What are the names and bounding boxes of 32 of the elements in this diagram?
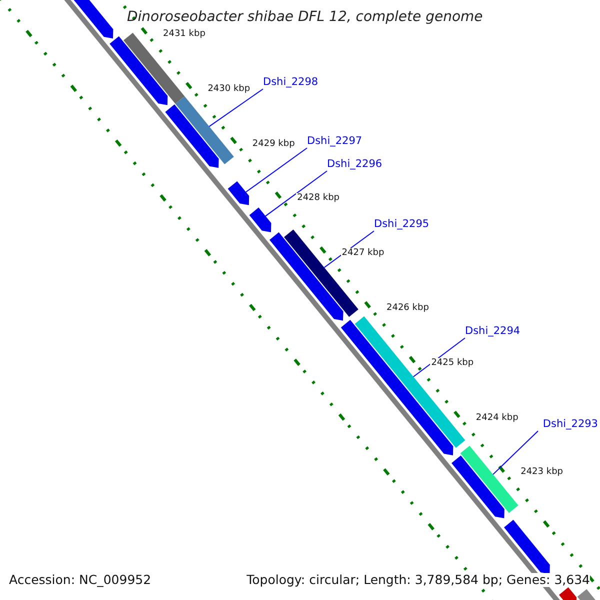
scale-tick-label: 2430 kbp (206, 84, 252, 94)
gene-bar (165, 104, 219, 168)
leader-line (412, 338, 466, 378)
gene-bar (340, 320, 454, 456)
scale-tick-label: 2423 kbp (520, 467, 564, 478)
gene-name-label: Dshi_2293 (542, 418, 598, 430)
gene-name-label: Dshi_2295 (374, 218, 430, 230)
scale-tick-label: 2427 kbp (340, 248, 386, 258)
scale-tick-label: 2431 kbp (162, 29, 206, 39)
gene-name-label: Dshi_2294 (465, 325, 520, 337)
scale-tick-label: 2425 kbp (430, 358, 475, 368)
scale-tick-label: 2429 kbp (251, 138, 296, 149)
scale-tick-label: 2426 kbp (386, 303, 430, 313)
genome-stats-text: Topology: circular; Length: 3,789,584 bp; Genes: 3,634 (246, 573, 590, 587)
genome-title: Dinoroseobacter shibae DFL 12, complete genome (127, 9, 483, 25)
gene-bar (460, 446, 518, 513)
leader-line (245, 148, 308, 193)
leader-line (265, 170, 328, 217)
gene-bar (175, 96, 234, 164)
leader-line (492, 430, 538, 475)
gene-name-label: Dshi_2296 (327, 158, 382, 170)
gene-bar (452, 456, 504, 518)
scale-tick-label: 2428 kbp (296, 193, 340, 204)
gene-bar (228, 181, 250, 206)
gene-bar (270, 232, 344, 321)
gene-bar (504, 520, 550, 574)
gene-bar (249, 208, 272, 232)
scale-tick-label: 2424 kbp (474, 412, 520, 423)
accession-text: Accession: NC_009952 (9, 573, 152, 587)
gene-bar (110, 36, 168, 106)
gene-name-label: Dshi_2298 (263, 76, 318, 88)
gene-name-label: Dshi_2297 (307, 135, 362, 147)
